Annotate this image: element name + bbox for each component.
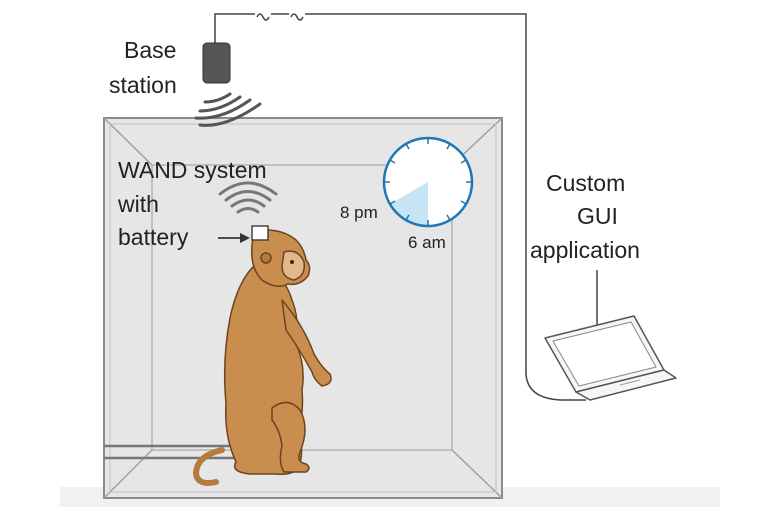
clock-tick	[389, 200, 396, 205]
base-station-label-line2: station	[109, 72, 177, 98]
laptop-trackpad	[619, 379, 641, 386]
cage-rim	[109, 123, 497, 493]
monkey-figure	[193, 229, 332, 486]
wire-break-1	[256, 13, 270, 21]
arrow-head	[240, 233, 250, 243]
cage-edge-br	[451, 449, 503, 499]
wand-arc-3	[224, 190, 272, 202]
monkey-tail	[193, 447, 225, 486]
monkey-eye	[290, 260, 294, 264]
gui-label-line2: GUI	[577, 203, 618, 229]
laptop-base	[575, 369, 677, 401]
clock-tick	[405, 214, 410, 221]
arrow-right-icon	[218, 233, 250, 243]
wand-arc-4	[218, 181, 278, 196]
laptop-icon	[544, 315, 677, 401]
wand-arc-2	[230, 198, 266, 208]
clock-end-label: 6 am	[408, 233, 446, 252]
clock-tick	[405, 143, 410, 150]
clock-tick	[446, 214, 451, 221]
wireless-signal-icon	[218, 181, 278, 214]
base-station-label-line1: Base	[124, 37, 176, 63]
wand-label-line2: with	[117, 191, 159, 217]
clock-tick	[389, 159, 396, 164]
wand-label-line1: WAND system	[118, 157, 267, 183]
wire	[214, 13, 586, 401]
signal-arc-3	[194, 98, 252, 120]
wand-arc-1	[236, 207, 260, 214]
gui-label-line1: Custom	[546, 170, 625, 196]
base-station-body	[202, 42, 231, 84]
clock-tick	[460, 159, 467, 164]
monkey-face	[281, 250, 306, 281]
wand-label-line3: battery	[118, 224, 189, 250]
clock-tick	[446, 143, 451, 150]
monkey-ear	[260, 252, 272, 264]
base-station-signal-icon	[194, 92, 262, 127]
gui-label-line3: application	[530, 237, 640, 263]
cage-edge-tl	[103, 117, 153, 166]
signal-arc-2	[198, 95, 242, 113]
clock-icon	[382, 136, 474, 228]
laptop-screen-inner	[552, 321, 657, 387]
clock-tick	[460, 200, 467, 205]
wand-device	[251, 225, 269, 241]
clock-start-label: 8 pm	[340, 203, 378, 222]
signal-arc-1	[203, 92, 232, 104]
monkey-leg	[271, 401, 310, 473]
base-station-icon	[202, 42, 231, 84]
monkey-arm	[281, 299, 332, 387]
clock-ticks	[384, 138, 472, 226]
wire-to-laptop	[305, 13, 586, 401]
wire-break-2	[290, 13, 304, 21]
wire-base-to-top	[214, 13, 255, 44]
signal-arc-4	[198, 102, 262, 127]
